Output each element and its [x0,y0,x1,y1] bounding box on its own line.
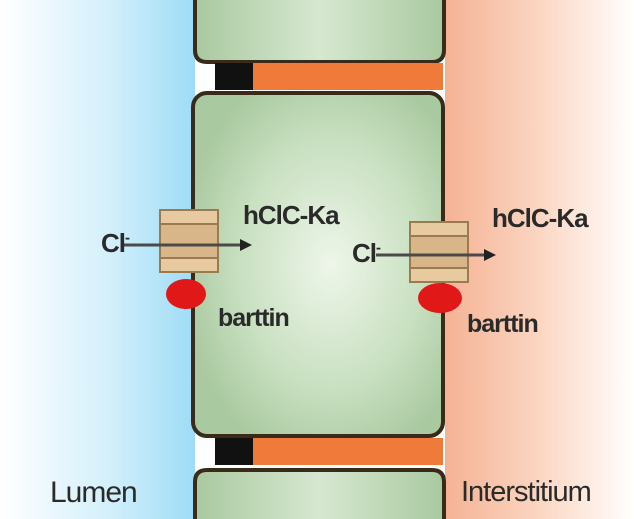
top-cell [193,0,446,64]
left-clc-ka-channel [122,209,252,273]
lumen-label: Lumen [50,476,138,509]
right-barttin-label: barttin [467,310,539,338]
interstitium-region [445,0,634,519]
bottom-cell [193,468,446,519]
left-barttin-subunit [166,279,206,309]
left-channel-label: hClC-Ka [243,200,340,230]
main-cell [191,91,445,438]
right-clc-ka-channel [376,221,496,283]
left-chloride-label: Cl- [101,228,130,258]
right-barttin-subunit [418,283,462,313]
right-channel-label: hClC-Ka [492,203,589,233]
bottom-tight-junction [215,438,253,465]
interstitium-label: Interstitium [461,476,592,508]
top-lateral-space [253,63,443,90]
top-tight-junction [215,63,253,90]
right-chloride-label: Cl- [352,238,381,268]
left-barttin-label: barttin [218,304,290,332]
bottom-lateral-space [253,438,443,465]
